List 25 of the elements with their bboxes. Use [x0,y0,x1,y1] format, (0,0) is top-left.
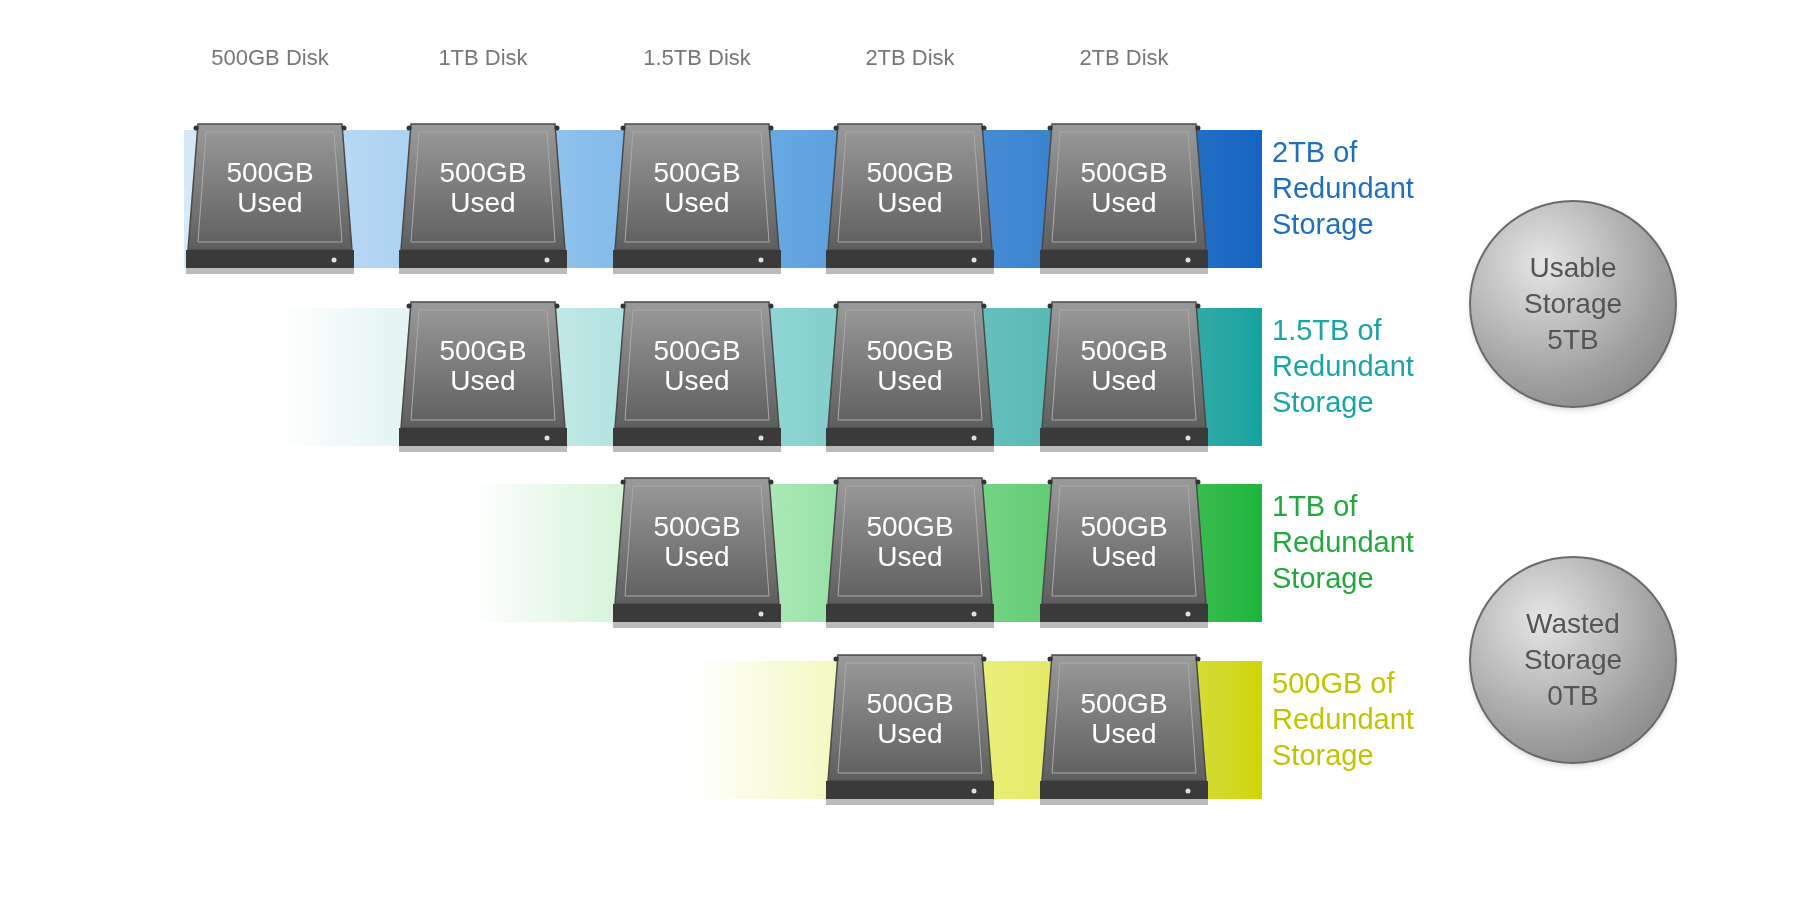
circle-text: Wasted Storage 0TB [1522,607,1624,713]
disk-usage-text: 500GB Used [865,512,955,572]
column-header: 1TB Disk [437,44,529,72]
disk-usage-text: 500GB Used [438,158,528,218]
band-label: 2TB of Redundant Storage [1272,135,1415,242]
disk-usage-text: 500GB Used [1079,158,1169,218]
column-header: 2TB Disk [1078,44,1170,72]
column-header: 1.5TB Disk [642,44,752,72]
disk-usage-text: 500GB Used [865,689,955,749]
disk-usage-text: 500GB Used [865,158,955,218]
disk-usage-text: 500GB Used [225,158,315,218]
band-label: 1TB of Redundant Storage [1272,489,1415,596]
disk-usage-text: 500GB Used [438,336,528,396]
disk-usage-text: 500GB Used [865,336,955,396]
band-label: 500GB of Redundant Storage [1272,666,1415,773]
column-header: 2TB Disk [864,44,956,72]
disk-usage-text: 500GB Used [1079,689,1169,749]
column-header: 500GB Disk [210,44,330,72]
circle-text: Usable Storage 5TB [1522,251,1624,357]
band-label: 1.5TB of Redundant Storage [1272,313,1415,420]
disk-usage-text: 500GB Used [1079,512,1169,572]
disk-usage-text: 500GB Used [1079,336,1169,396]
disk-usage-text: 500GB Used [652,336,742,396]
disk-usage-text: 500GB Used [652,512,742,572]
disk-usage-text: 500GB Used [652,158,742,218]
